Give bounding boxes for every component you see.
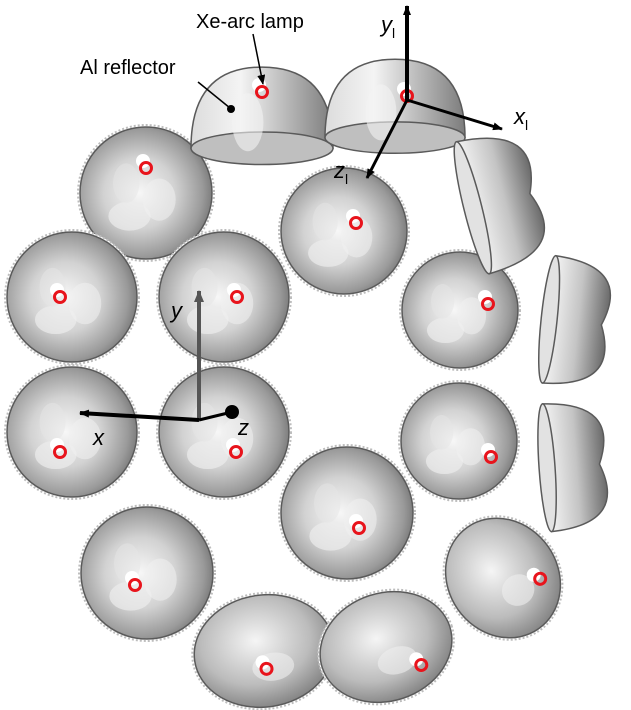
lamp-marker-tilted-1 [259, 661, 274, 676]
lamp-marker-front-10 [484, 450, 498, 464]
reflector-front-3 [156, 229, 292, 365]
reflector-front-1 [77, 124, 215, 262]
lamp-marker-front-2 [53, 290, 67, 304]
reflector-front-4 [4, 364, 140, 500]
reflector-front-5 [156, 364, 292, 500]
reflector-front-8 [399, 249, 521, 371]
lamp-marker-front-5 [229, 445, 243, 459]
lamp-marker-front-8 [481, 297, 495, 311]
reflector-front-2 [4, 229, 140, 365]
reflector-dome-2 [324, 58, 466, 155]
reflector-front-7 [278, 165, 410, 297]
reflector-front-9 [278, 444, 416, 582]
lamp-marker-front-1 [139, 161, 153, 175]
lamp-marker-front-9 [352, 521, 366, 535]
reflector-callout-line [197, 81, 231, 109]
lamp-callout-arrow [252, 33, 266, 85]
lamp-marker-front-4 [53, 445, 67, 459]
lamp-marker-front-6 [128, 578, 142, 592]
reflector-side-3 [537, 403, 609, 533]
reflector-tilted-3 [442, 515, 564, 641]
global-x-axis-arrow [79, 409, 200, 422]
lamp-marker-front-7 [349, 216, 363, 230]
reflector-tilted-1 [191, 591, 337, 710]
reflector-dome-1 [190, 66, 334, 166]
callout-group [197, 33, 266, 113]
local-z-axis-arrow [365, 99, 409, 179]
reflector-callout-dot [227, 105, 235, 113]
reflector-front-6 [78, 504, 216, 642]
lamp-marker-dome-1 [255, 85, 269, 99]
lamp-marker-tilted-3 [533, 571, 548, 586]
axes-group [79, 5, 503, 422]
reflector-front-10 [398, 380, 520, 502]
lamp-marker-tilted-2 [414, 657, 429, 672]
reflector-group [4, 58, 611, 710]
lamp-marker-front-3 [230, 290, 244, 304]
reflector-side-1 [453, 137, 546, 275]
local-x-axis-arrow [406, 98, 503, 131]
reflector-side-2 [537, 254, 611, 385]
reflector-tilted-2 [317, 588, 455, 706]
global-z-axis-dot [225, 405, 239, 419]
